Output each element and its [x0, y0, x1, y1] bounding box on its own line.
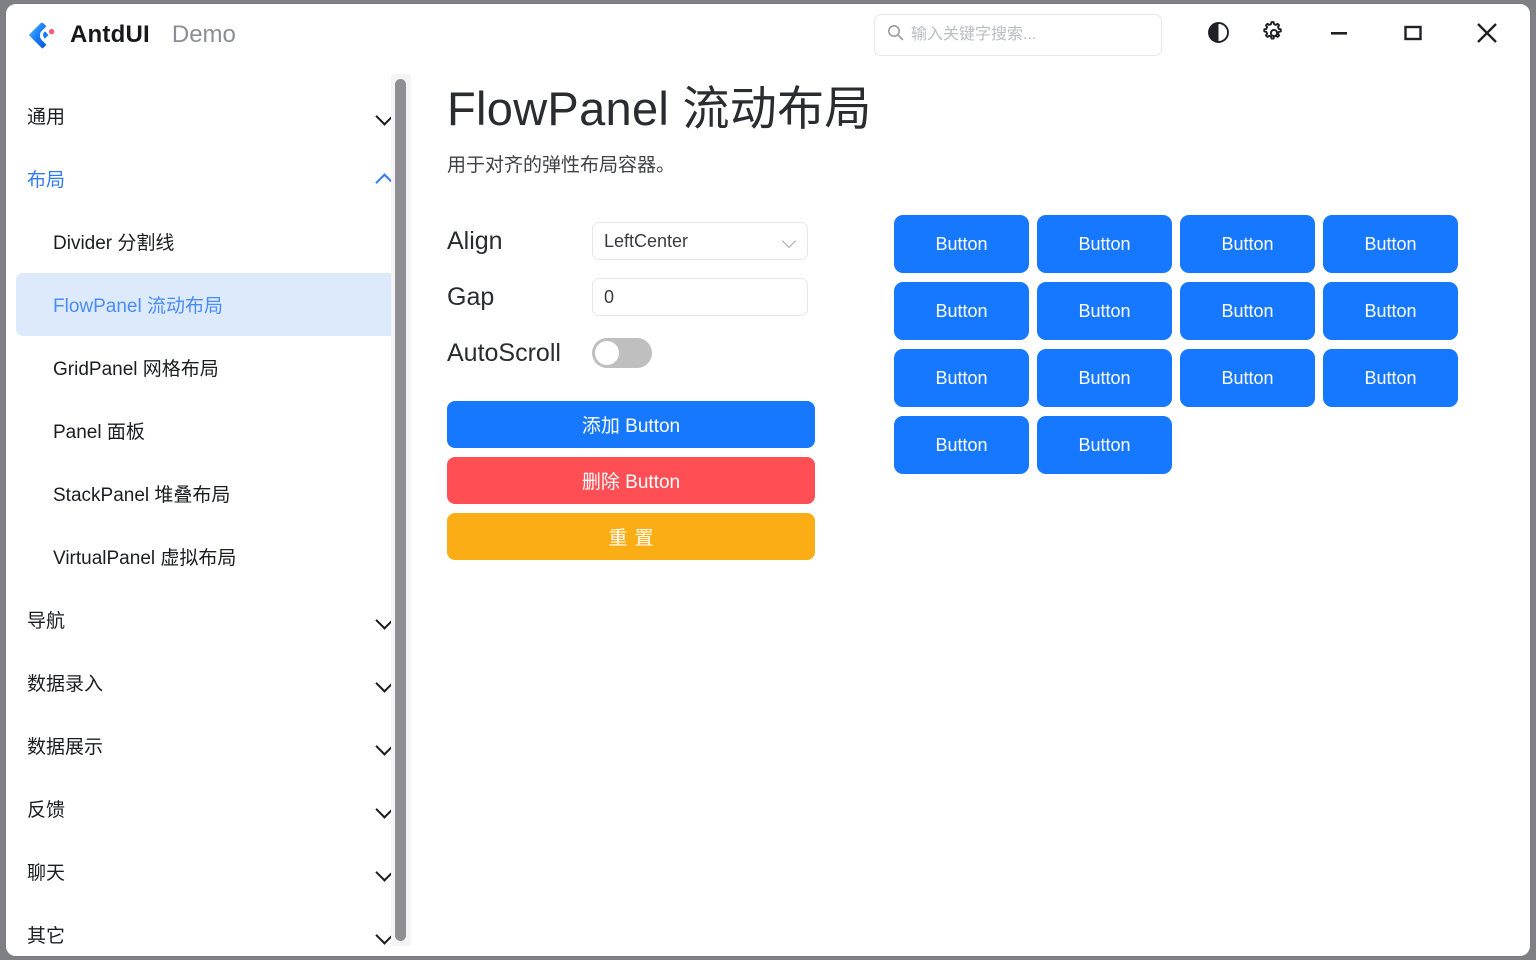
brand: AntdUI Demo: [6, 20, 236, 50]
flow-button[interactable]: Button: [1037, 349, 1172, 408]
title-bar: AntdUI Demo: [6, 4, 1530, 66]
controls-panel: Align LeftCenter Gap 0 AutoScroll: [447, 213, 819, 561]
align-row: Align LeftCenter: [447, 213, 819, 269]
sidebar-group-label: 其它: [27, 926, 66, 947]
sidebar-item[interactable]: GridPanel 网格布局: [53, 359, 219, 380]
sidebar-group-6[interactable]: 聊天: [6, 840, 411, 903]
add-button-action[interactable]: 添加 Button: [447, 401, 815, 449]
flow-button[interactable]: Button: [1323, 349, 1458, 408]
app-subtitle: Demo: [171, 21, 236, 48]
minimize-icon: [1327, 21, 1351, 50]
maximize-button[interactable]: [1376, 4, 1450, 66]
app-body: 通用布局 Divider 分割线 FlowPanel 流动布局 GridPanel 网…: [6, 66, 1530, 956]
gap-input[interactable]: 0: [592, 278, 808, 317]
flow-button[interactable]: Button: [1323, 215, 1458, 274]
antdui-logo-icon: [27, 20, 57, 50]
settings-button[interactable]: [1246, 4, 1302, 66]
autoscroll-row: AutoScroll: [447, 325, 819, 381]
flow-button[interactable]: Button: [894, 215, 1029, 274]
gap-label: Gap: [447, 282, 495, 311]
maximize-icon: [1401, 21, 1425, 50]
app-title: AntdUI: [70, 21, 150, 48]
demo-area: Align LeftCenter Gap 0 AutoScroll: [447, 213, 1530, 561]
sidebar-group-label: 反馈: [27, 800, 66, 821]
sidebar-scrollbar-track[interactable]: [391, 74, 411, 946]
sidebar-group-7[interactable]: 其它: [6, 903, 411, 956]
sidebar-item[interactable]: StackPanel 堆叠布局: [53, 485, 231, 506]
align-select-value: LeftCenter: [604, 230, 689, 251]
sidebar-group-label: 聊天: [27, 863, 66, 884]
page-title: FlowPanel 流动布局: [447, 82, 872, 135]
sidebar-group-3[interactable]: 数据录入: [6, 651, 411, 714]
search-box[interactable]: [874, 14, 1162, 56]
sidebar-group-label: 数据录入: [27, 674, 104, 695]
gap-row: Gap 0: [447, 269, 819, 325]
flow-button[interactable]: Button: [894, 349, 1029, 408]
contrast-icon: [1207, 21, 1230, 49]
align-label: Align: [447, 226, 503, 255]
flow-button[interactable]: Button: [1037, 215, 1172, 274]
sidebar-group-label: 布局: [27, 170, 66, 191]
sidebar-group-5[interactable]: 反馈: [6, 777, 411, 840]
search-icon: [887, 24, 904, 46]
sidebar-group-4[interactable]: 数据展示: [6, 714, 411, 777]
sidebar-group-label: 导航: [27, 611, 66, 632]
flow-button[interactable]: Button: [894, 416, 1029, 475]
sidebar-menu: 通用布局 Divider 分割线 FlowPanel 流动布局 GridPanel 网…: [6, 66, 411, 956]
flow-button[interactable]: Button: [1323, 282, 1458, 341]
flow-button[interactable]: Button: [1180, 282, 1315, 341]
sidebar-item[interactable]: Panel 面板: [53, 422, 145, 443]
content-area: FlowPanel 流动布局 用于对齐的弹性布局容器。 Align LeftCe…: [411, 66, 1530, 956]
autoscroll-label: AutoScroll: [447, 338, 561, 367]
sidebar-item[interactable]: VirtualPanel 虚拟布局: [53, 548, 237, 569]
minimize-button[interactable]: [1302, 4, 1376, 66]
chevron-down-icon: [783, 235, 796, 248]
autoscroll-toggle[interactable]: [592, 338, 652, 369]
flow-button[interactable]: Button: [1180, 349, 1315, 408]
sidebar-scrollbar-thumb[interactable]: [395, 79, 406, 941]
toggle-knob: [595, 341, 619, 366]
sidebar-item[interactable]: Divider 分割线: [53, 233, 175, 254]
search-input[interactable]: [911, 15, 1149, 55]
align-select[interactable]: LeftCenter: [592, 222, 808, 261]
titlebar-actions: [874, 4, 1530, 66]
reset-button-action[interactable]: 重置: [447, 513, 815, 561]
flow-button[interactable]: Button: [1037, 282, 1172, 341]
theme-toggle-button[interactable]: [1190, 4, 1246, 66]
sidebar: 通用布局 Divider 分割线 FlowPanel 流动布局 GridPanel 网…: [6, 66, 411, 956]
sidebar-group-2[interactable]: 导航: [6, 588, 411, 651]
remove-button-action[interactable]: 删除 Button: [447, 457, 815, 505]
close-button[interactable]: [1450, 4, 1524, 66]
app-window: AntdUI Demo: [6, 4, 1530, 956]
close-icon: [1473, 19, 1501, 52]
flow-button[interactable]: Button: [1037, 416, 1172, 475]
gear-icon: [1262, 20, 1286, 50]
page-description: 用于对齐的弹性布局容器。: [447, 155, 676, 177]
sidebar-group-0[interactable]: 通用: [6, 84, 411, 147]
flow-button[interactable]: Button: [1180, 215, 1315, 274]
flow-button[interactable]: Button: [894, 282, 1029, 341]
sidebar-group-label: 数据展示: [27, 737, 104, 758]
sidebar-group-label: 通用: [27, 107, 66, 128]
sidebar-group-1[interactable]: 布局: [6, 147, 411, 210]
sidebar-item[interactable]: FlowPanel 流动布局: [16, 273, 403, 336]
